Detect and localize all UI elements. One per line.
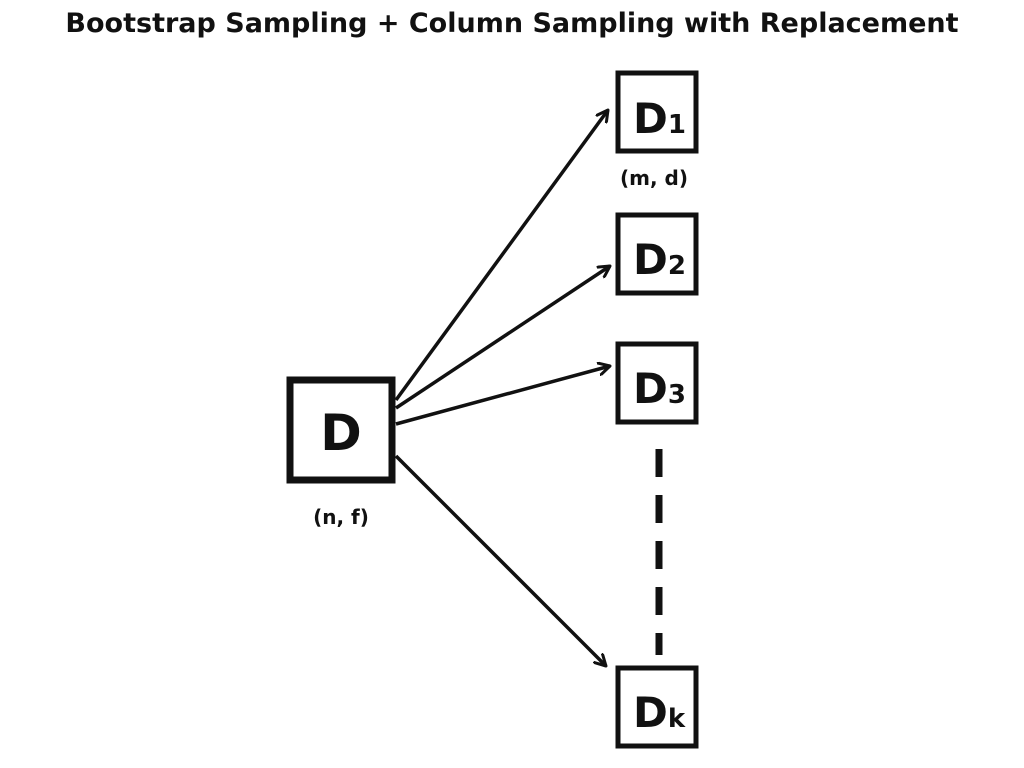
sample-dims-d1: (m, d) — [620, 166, 688, 190]
source-label: D — [320, 404, 362, 462]
sample-node-dk: Dk — [615, 665, 699, 749]
sample-subscript-d3: 3 — [668, 380, 686, 410]
arrow-to-d1 — [394, 110, 608, 402]
sample-label-d2: D2 — [633, 235, 686, 284]
sample-letter-d2: D — [633, 235, 668, 284]
sample-letter-d3: D — [633, 364, 668, 413]
sample-label-d3: D3 — [633, 364, 686, 413]
sample-subscript-dk: k — [668, 704, 686, 734]
source-dims: (n, f) — [313, 505, 369, 529]
arrow-to-dk — [394, 454, 606, 666]
sample-node-d3: D3 — [615, 341, 699, 425]
sample-label-dk: Dk — [633, 688, 686, 737]
sample-letter-dk: D — [633, 688, 668, 737]
sample-box-d1 — [615, 70, 699, 154]
diagram-title: Bootstrap Sampling + Column Sampling wit… — [65, 8, 959, 39]
sample-letter-d1: D — [633, 94, 668, 143]
sample-node-d2: D2 — [615, 212, 699, 296]
sample-label-d1: D1 — [633, 94, 686, 143]
arrow-to-d3 — [395, 366, 610, 426]
sample-subscript-d1: 1 — [668, 110, 686, 140]
arrow-to-d2 — [395, 266, 610, 410]
sample-subscript-d2: 2 — [668, 251, 686, 281]
sample-box-d2 — [615, 212, 699, 296]
source-dataset-node: D (n, f) — [286, 376, 396, 529]
sample-box-d3 — [615, 341, 699, 425]
sample-box-dk — [615, 665, 699, 749]
sample-node-d1: D1 (m, d) — [615, 70, 699, 190]
source-box — [286, 376, 396, 484]
